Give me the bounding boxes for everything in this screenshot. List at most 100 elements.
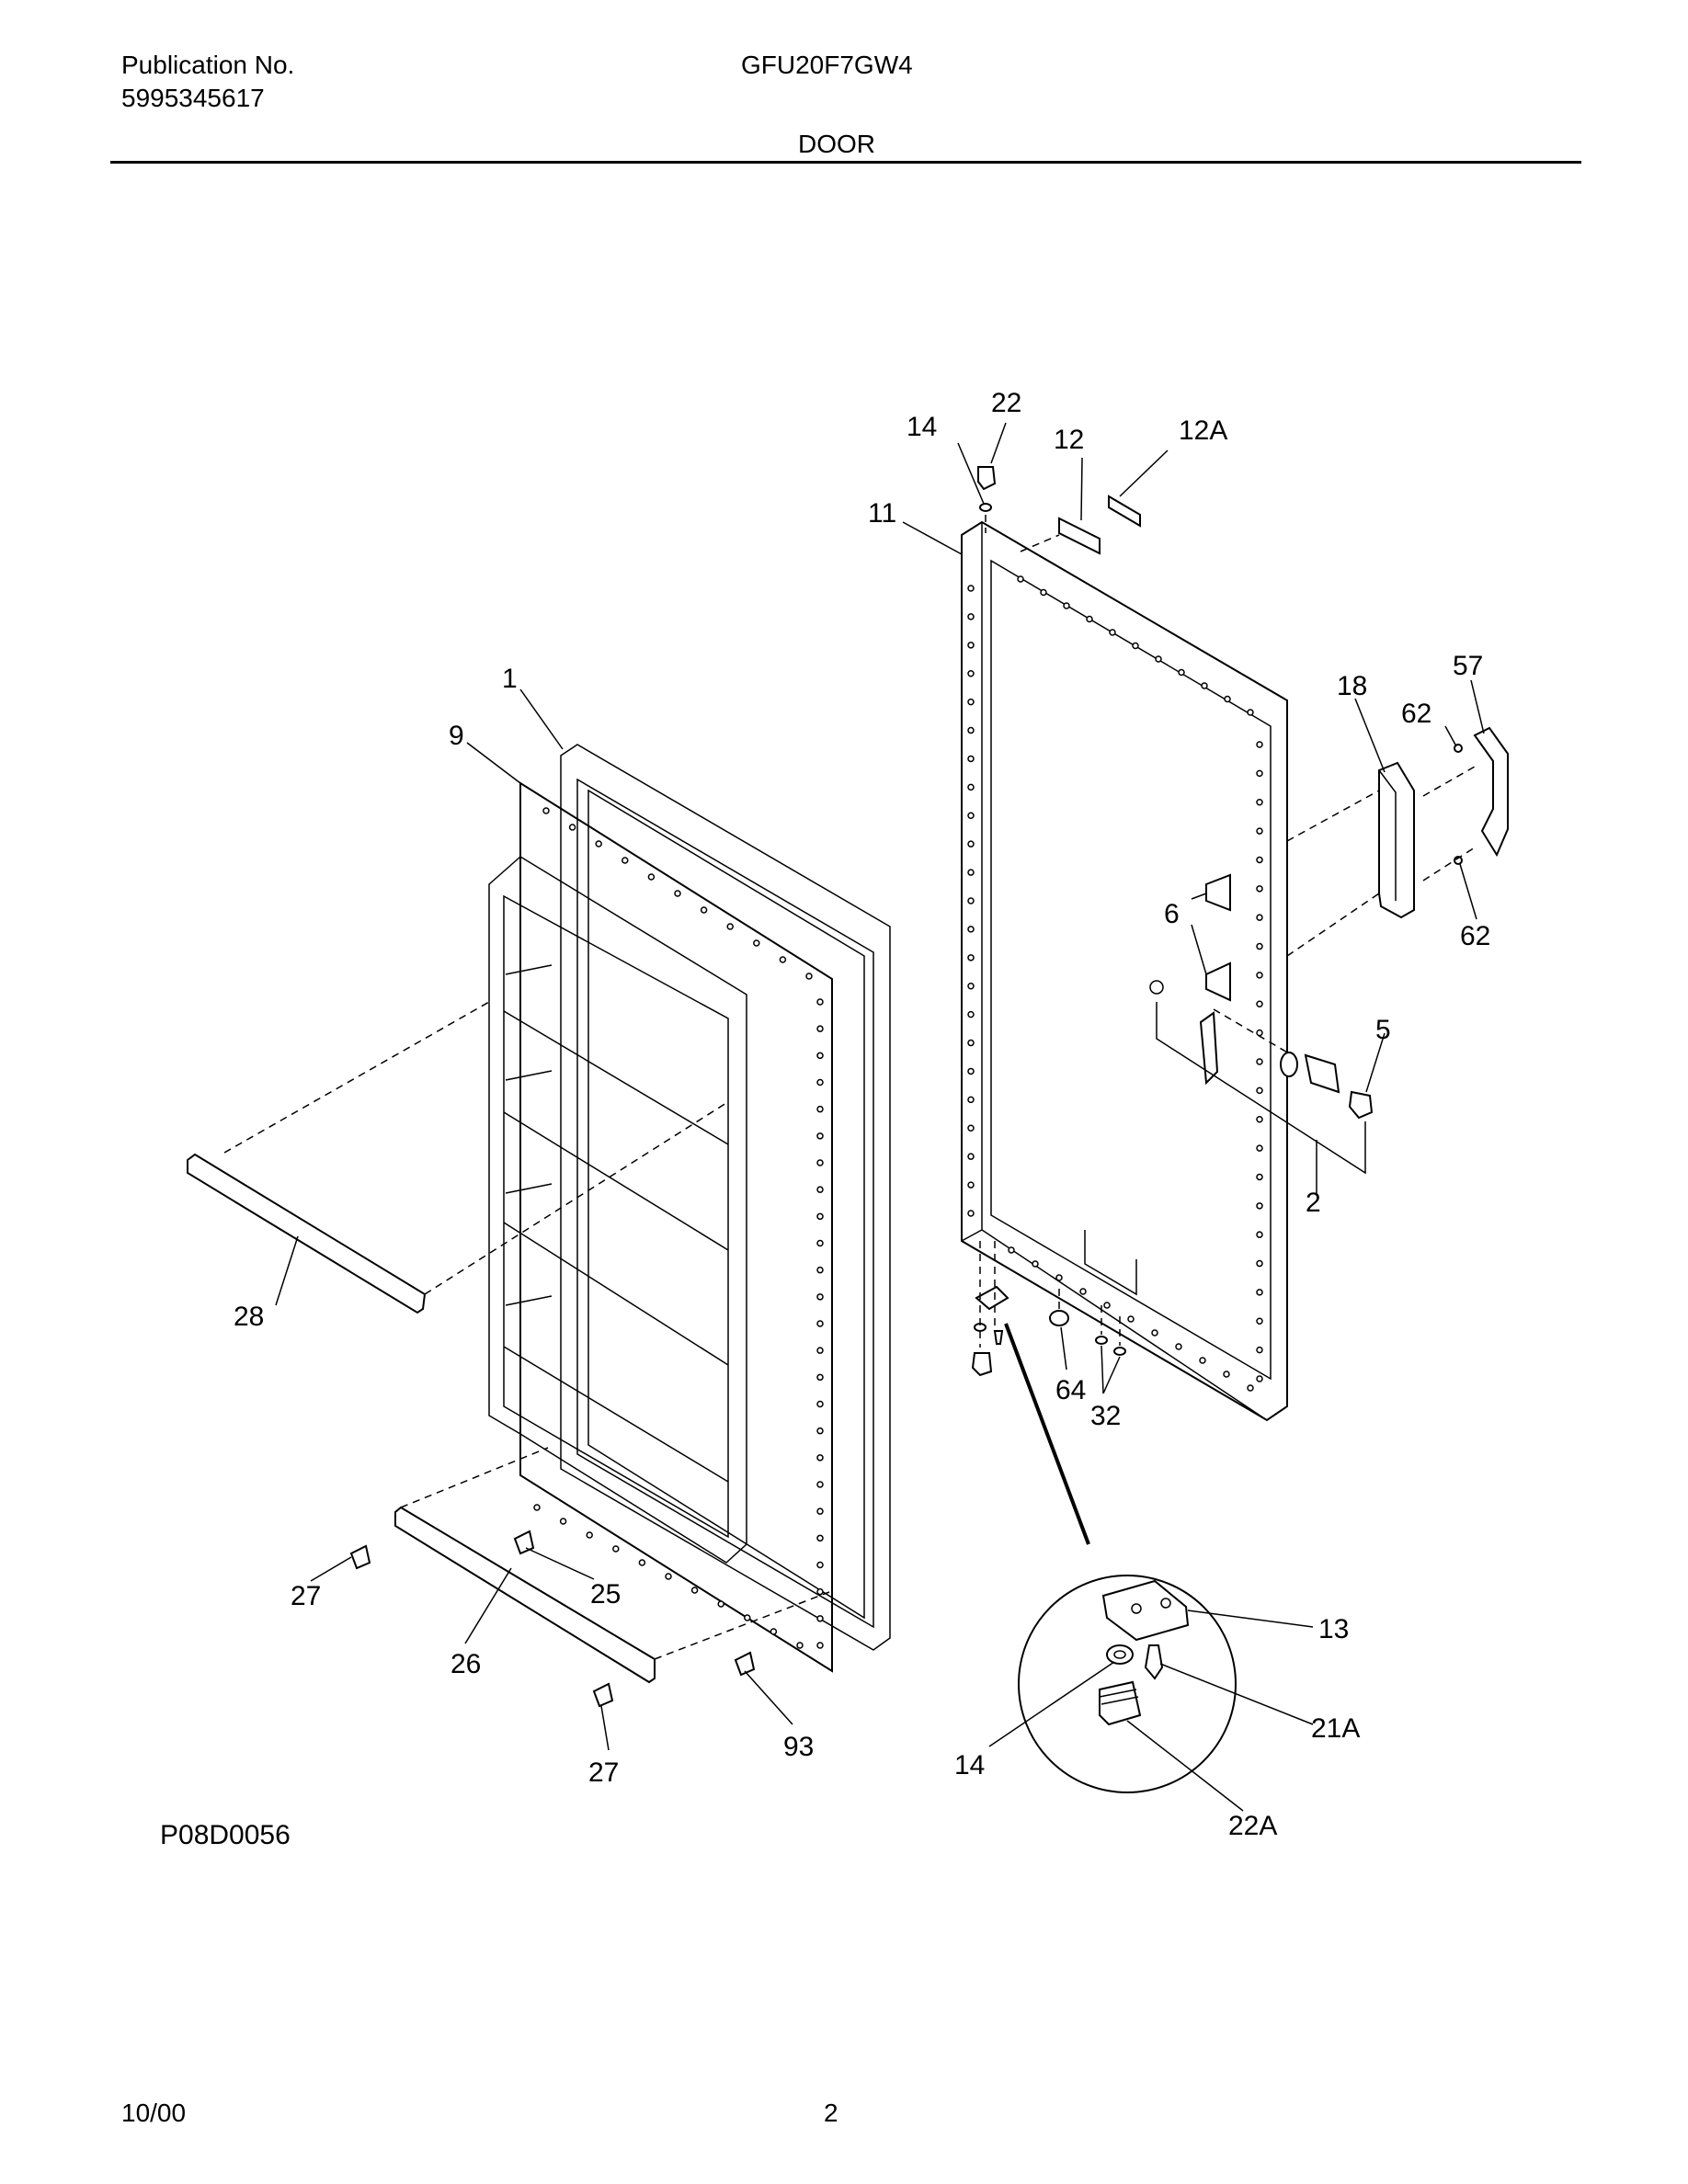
screw-hole (1063, 602, 1070, 609)
page-number: 2 (824, 2099, 838, 2127)
screw-hole (1256, 1289, 1263, 1296)
screw-hole (967, 926, 975, 933)
outer-panel-bottom-holes (1008, 1246, 1254, 1392)
screw-hole (816, 1642, 824, 1649)
screw-hole (1151, 1329, 1158, 1337)
inner-door-liner (488, 781, 833, 1673)
screw-hole (1256, 1317, 1263, 1325)
screw-hole (1178, 668, 1185, 677)
screw-hole (1224, 695, 1231, 703)
callout-12a: 12A (1179, 415, 1227, 446)
screw-hole (1256, 798, 1263, 806)
callout-28: 28 (234, 1302, 264, 1332)
screw-hole (1256, 1144, 1263, 1152)
screw-hole (816, 1534, 824, 1542)
screw-hole (816, 1400, 824, 1408)
callout-27-bottom: 27 (588, 1757, 619, 1788)
screw-hole (816, 1105, 824, 1113)
screw-hole (665, 1573, 672, 1580)
screw-hole (1256, 1000, 1263, 1008)
screw-hole (967, 585, 975, 592)
screw-hole (1155, 655, 1162, 663)
liner-right-holes (816, 998, 824, 1649)
screw-hole (816, 1025, 824, 1032)
callout-14-top: 14 (907, 412, 937, 442)
screw-hole (967, 755, 975, 763)
screw-hole (1132, 642, 1139, 650)
screw-hole (816, 1481, 824, 1488)
callout-57: 57 (1453, 651, 1483, 681)
screw-hole (967, 1153, 975, 1160)
screw-hole (1256, 885, 1263, 893)
callout-32: 32 (1090, 1401, 1121, 1431)
screw-hole (816, 1266, 824, 1274)
screw-hole (559, 1518, 567, 1525)
screw-hole (1256, 1029, 1263, 1037)
screw-hole (967, 1067, 975, 1075)
screw-hole (967, 1124, 975, 1132)
callout-21a: 21A (1311, 1713, 1360, 1744)
screw-hole (967, 954, 975, 961)
header-rule (110, 161, 1581, 164)
outer-panel-left-holes (967, 585, 975, 1217)
screw-hole (753, 939, 760, 947)
callout-13: 13 (1318, 1614, 1349, 1644)
callout-93: 93 (783, 1732, 814, 1762)
screw-hole (647, 873, 656, 881)
screw-hole (816, 1454, 824, 1462)
screw-hole (967, 726, 975, 734)
screw-hole (816, 1561, 824, 1569)
screw-hole (1256, 942, 1263, 950)
screw-hole (816, 1320, 824, 1327)
screw-hole (816, 1347, 824, 1354)
screw-hole (816, 1373, 824, 1382)
screw-hole (1256, 827, 1263, 835)
screw-hole (1247, 709, 1254, 716)
screw-hole (1256, 1259, 1263, 1268)
detail-magnifier (1004, 1323, 1237, 1793)
figure-code: P08D0056 (160, 1820, 291, 1850)
screw-hole (816, 1159, 824, 1166)
screw-hole (967, 869, 975, 876)
screw-hole (1032, 1260, 1039, 1268)
screw-hole (816, 1587, 824, 1596)
publication-number: 5995345617 (121, 84, 265, 112)
section-title: DOOR (798, 130, 875, 158)
screw-hole (967, 1210, 975, 1217)
handle-cover (1473, 726, 1509, 858)
screw-hole (770, 1628, 778, 1635)
screw-hole (816, 1239, 824, 1247)
liner-bottom-holes (533, 1504, 804, 1649)
screw-hole (967, 698, 975, 706)
callout-14-detail: 14 (954, 1750, 985, 1780)
screw-hole (967, 642, 975, 649)
screw-hole (1256, 1086, 1263, 1095)
screw-hole (816, 1212, 824, 1221)
screw-hole (1017, 575, 1024, 583)
screw-hole (816, 1293, 824, 1301)
outer-door-panel (961, 520, 1288, 1422)
screw-hole (1256, 741, 1263, 748)
screw-hole (816, 998, 824, 1006)
screw-hole (816, 1427, 824, 1435)
screw-hole (967, 669, 975, 677)
screw-hole (612, 1545, 620, 1553)
screw-hole (967, 897, 975, 904)
top-small-parts (977, 466, 1141, 555)
screw-hole (1256, 1375, 1263, 1382)
alignment-lines (223, 515, 1476, 1660)
model-number: GFU20F7GW4 (741, 51, 913, 79)
callout-9: 9 (449, 721, 464, 751)
screw-hole (779, 956, 787, 963)
screw-hole (586, 1531, 593, 1539)
screw-hole (622, 857, 629, 864)
screw-hole (744, 1614, 751, 1621)
screw-hole (1103, 1302, 1111, 1309)
screw-hole (717, 1600, 724, 1608)
screw-hole (690, 1587, 699, 1594)
screw-hole (568, 824, 576, 831)
door-gasket (560, 744, 891, 1651)
screw-hole (967, 1039, 975, 1047)
screw-hole (967, 1096, 975, 1104)
door-handle (1378, 761, 1415, 919)
